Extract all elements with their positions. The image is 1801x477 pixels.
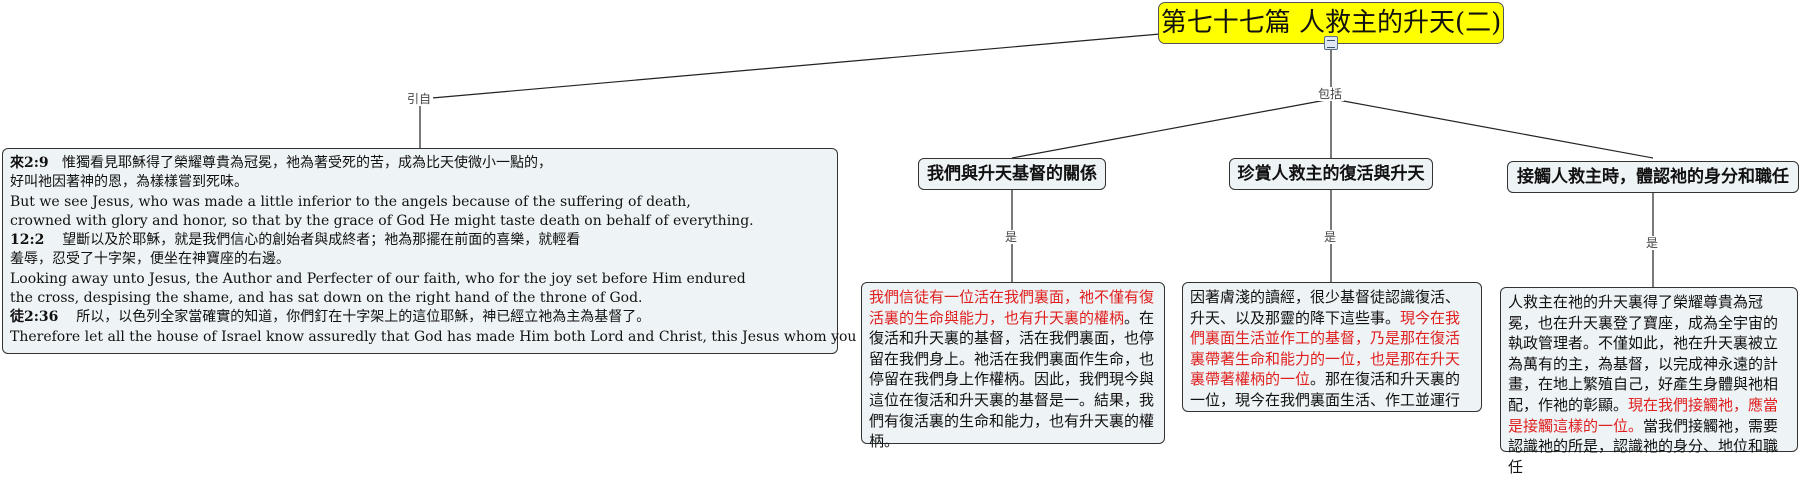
detail-highlight: 我們信徒有一位活在我們裏面，祂不僅有復活裏的生命與能力，也有升天裏的權柄 bbox=[869, 288, 1155, 327]
scripture-text: 惟獨看見耶穌得了榮耀尊貴為冠冕，祂為著受死的苦，成為比天使微小一點的， bbox=[62, 155, 553, 171]
detail-text: 。在復活和升天裏的基督，活在我們裏面，也停留在我們身上。祂活在我們裏面作生命，也… bbox=[869, 308, 1155, 451]
detail-text: 因著膚淺的讀經，很少基督徒認識復活、升天、以及那靈的降下這些事。 bbox=[1190, 288, 1461, 327]
branch-heading-label: 珍賞人救主的復活與升天 bbox=[1237, 164, 1425, 184]
branch-heading-relationship[interactable]: 我們與升天基督的關係 bbox=[918, 158, 1106, 190]
scripture-ref: 徒2:36 bbox=[10, 309, 59, 326]
scripture-line: 羞辱，忍受了十字架，便坐在神寶座的右邊。 bbox=[10, 251, 290, 268]
scripture-line: But we see Jesus, who was made a little … bbox=[10, 193, 691, 210]
root-title: 第七十七篇 人救主的升天(二) bbox=[1160, 8, 1502, 38]
branch-heading-label: 我們與升天基督的關係 bbox=[927, 164, 1097, 184]
detail-box-relationship[interactable]: 我們信徒有一位活在我們裏面，祂不僅有復活裏的生命與能力，也有升天裏的權柄。在復活… bbox=[861, 282, 1165, 450]
scripture-line: 來2:9 惟獨看見耶穌得了榮耀尊貴為冠冕，祂為著受死的苦，成為比天使微小一點的， bbox=[10, 154, 830, 173]
scripture-line: crowned with glory and honor, so that by… bbox=[10, 212, 754, 229]
branch-heading-contact[interactable]: 接觸人救主時，體認祂的身分和職任 bbox=[1507, 161, 1799, 193]
connector-lines bbox=[419, 33, 1654, 287]
link-label-is-1: 是 bbox=[1003, 230, 1020, 244]
scripture-line: the cross, despising the shame, and has … bbox=[10, 290, 643, 307]
scripture-text: 望斷以及於耶穌，就是我們信心的創始者與成終者；祂為那擺在前面的喜樂，就輕看 bbox=[62, 232, 581, 249]
detail-text: 人救主在祂的升天裏得了榮耀尊貴為冠冕，也在升天裏登了寶座，成為全宇宙的執政管理者… bbox=[1508, 293, 1779, 414]
link-label-includes: 包括 bbox=[1316, 87, 1345, 101]
branch-heading-label: 接觸人救主時，體認祂的身分和職任 bbox=[1517, 167, 1789, 187]
detail-highlight: 現在我們接觸祂，應當是接觸這樣的一位。 bbox=[1508, 395, 1779, 435]
scripture-quote-box[interactable]: 來2:9 惟獨看見耶穌得了榮耀尊貴為冠冕，祂為著受死的苦，成為比天使微小一點的，… bbox=[2, 148, 966, 354]
scripture-text: 所以，以色列全家當確實的知道，你們釘在十字架上的這位耶穌，神已經立祂為主為基督了… bbox=[76, 309, 651, 326]
scripture-line: 12:2 望斷以及於耶穌，就是我們信心的創始者與成終者；祂為那擺在前面的喜樂，就… bbox=[10, 231, 830, 250]
link-label-is-3: 是 bbox=[1644, 236, 1661, 250]
scripture-line: 好叫祂因著神的恩，為樣樣嘗到死味。 bbox=[10, 174, 248, 191]
scripture-line: 徒2:36 所以，以色列全家當確實的知道，你們釘在十字架上的這位耶穌，神已經立祂… bbox=[10, 308, 830, 327]
scripture-ref: 來2:9 bbox=[10, 155, 49, 171]
scripture-line: Looking away unto Jesus, the Author and … bbox=[10, 270, 746, 287]
detail-highlight: 現今在我們裏面生活並作工的基督，乃是那在復活裏帶著生命和能力的一位，也是那在升天… bbox=[1190, 308, 1461, 389]
scripture-ref: 12:2 bbox=[10, 232, 45, 249]
link-label-intro: 引自 bbox=[405, 92, 434, 106]
detail-text: 。那在復活和升天裏的一位，現今在我們裏面生活、作工並運行 bbox=[1190, 370, 1461, 409]
scripture-line: Therefore let all the house of Israel kn… bbox=[10, 328, 966, 345]
branch-heading-appreciate[interactable]: 珍賞人救主的復活與升天 bbox=[1229, 158, 1433, 190]
link-label-is-2: 是 bbox=[1322, 230, 1339, 244]
note-icon[interactable] bbox=[1324, 36, 1338, 50]
detail-box-appreciate[interactable]: 因著膚淺的讀經，很少基督徒認識復活、升天、以及那靈的降下這些事。現今在我們裏面生… bbox=[1182, 282, 1482, 412]
detail-box-contact[interactable]: 人救主在祂的升天裏得了榮耀尊貴為冠冕，也在升天裏登了寶座，成為全宇宙的執政管理者… bbox=[1500, 287, 1798, 476]
